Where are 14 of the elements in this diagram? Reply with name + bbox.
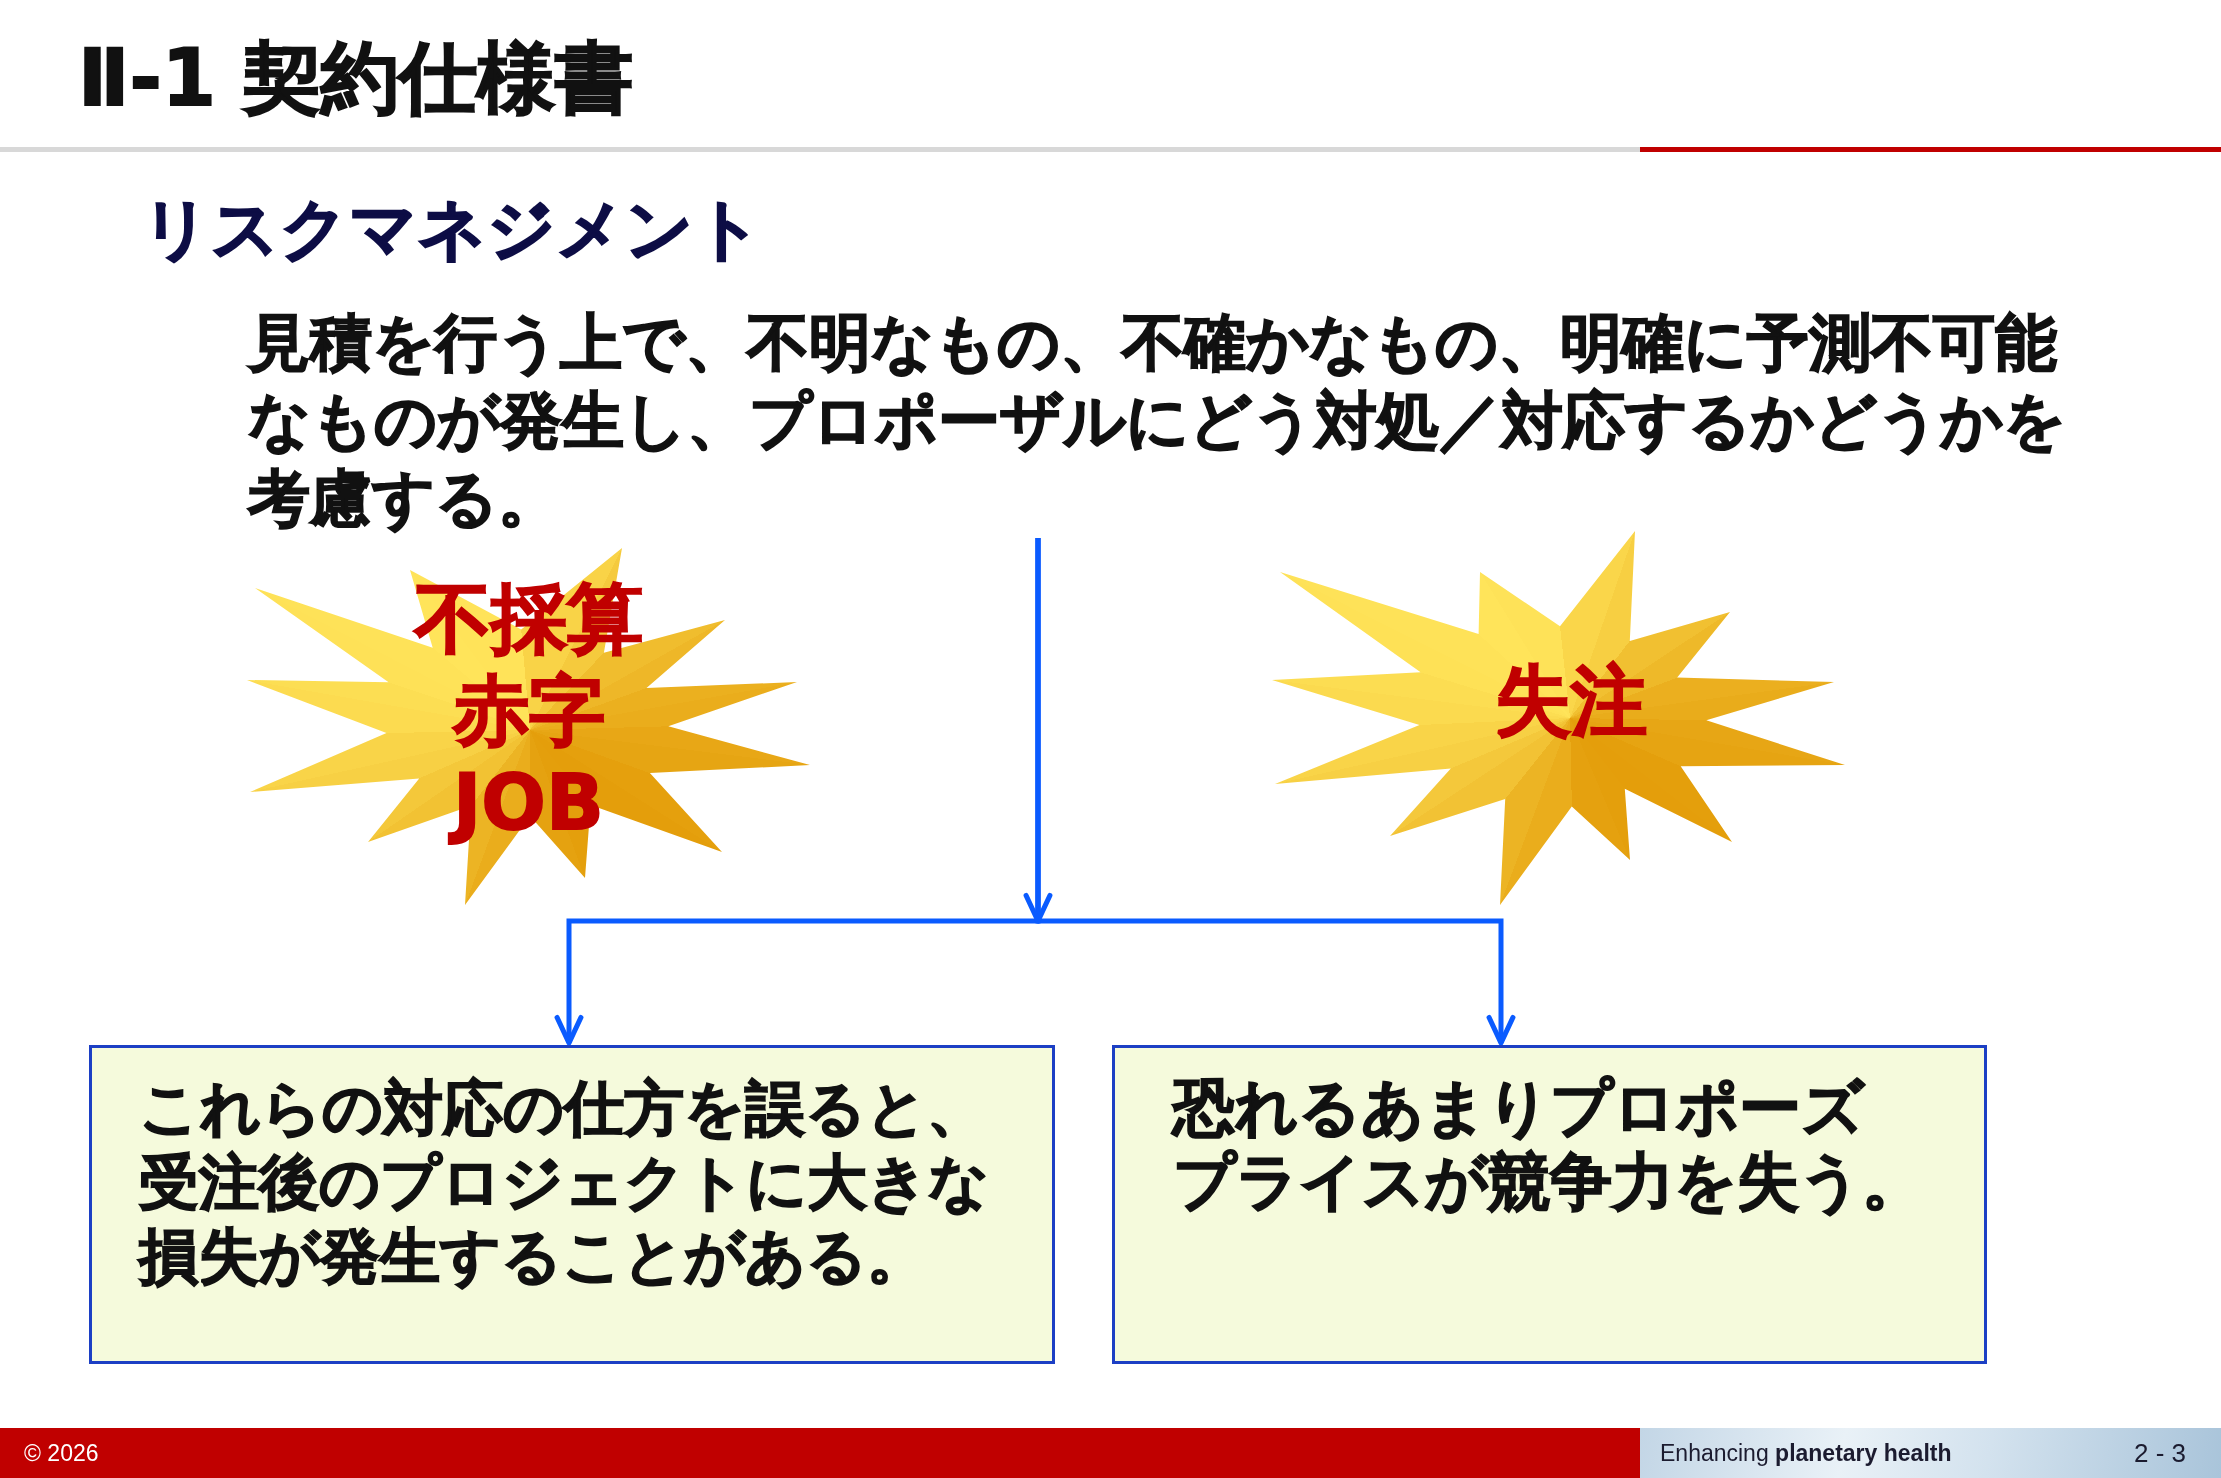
starburst-label: JOB (445, 757, 612, 849)
box-text: これらの対応の仕方を誤ると、受注後のプロジェクトに大きな損失が発生することがある。 (139, 1072, 990, 1293)
page-number: 2 - 3 (2134, 1438, 2187, 1468)
connector-arrow (1023, 538, 1053, 924)
slide-title: Ⅱ-1 契約仕様書 (78, 32, 634, 125)
box-text: 恐れるあまりプロポーズプライスが競争力を失う。 (1173, 1071, 1924, 1219)
section-heading: リスクマネジメント (142, 189, 763, 269)
description-text: 見積を行う上で、不明なもの、不確かなもの、明確に予測不可能なものが発生し、プロポーザルにどう対処／対応するかどうかを考慮する。 (248, 304, 2068, 538)
copyright-text: © 2026 (24, 1439, 99, 1468)
text-box (89, 1045, 1055, 1364)
text-box (1112, 1045, 1987, 1364)
starburst-label: 赤字 (451, 665, 606, 757)
starburst-label: 失注 (1494, 655, 1648, 747)
tagline-text: Enhancing planetary health (1660, 1439, 1952, 1468)
